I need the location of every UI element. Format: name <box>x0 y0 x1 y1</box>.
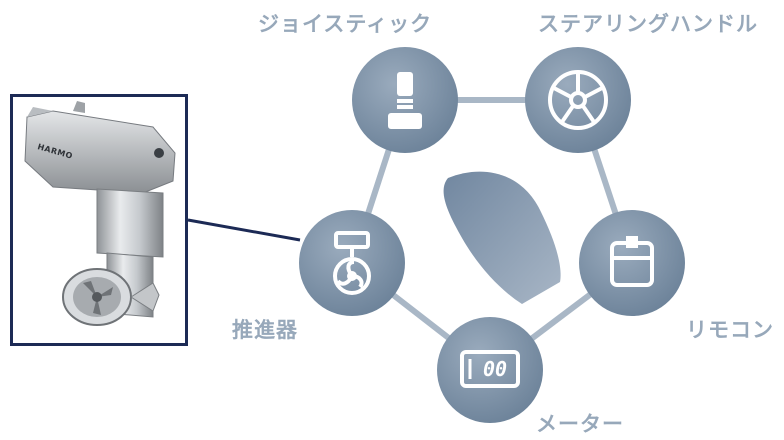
node-remote[interactable] <box>579 210 685 316</box>
meter-digits: 00 <box>482 357 508 381</box>
boat-hull-icon <box>443 171 561 304</box>
node-joystick[interactable] <box>352 47 458 153</box>
label-meter: メーター <box>536 412 624 436</box>
node-thruster[interactable] <box>299 210 405 316</box>
thruster-unit-illustration <box>24 101 176 326</box>
node-meter[interactable] <box>437 317 543 423</box>
label-remote: リモコン <box>686 318 774 342</box>
label-joystick: ジョイスティック <box>258 12 433 36</box>
node-steering[interactable] <box>525 47 631 153</box>
callout-line <box>187 218 301 242</box>
remote-control-lever-icon <box>610 236 654 287</box>
thruster-photo-frame: HARMO <box>10 94 188 346</box>
label-steering: ステアリングハンドル <box>538 12 758 36</box>
propeller-thruster-icon <box>333 231 371 295</box>
label-thruster: 推進器 <box>232 318 298 342</box>
steering-wheel-icon <box>548 70 608 130</box>
meter-display-icon <box>460 350 520 388</box>
joystick-icon <box>388 72 422 129</box>
